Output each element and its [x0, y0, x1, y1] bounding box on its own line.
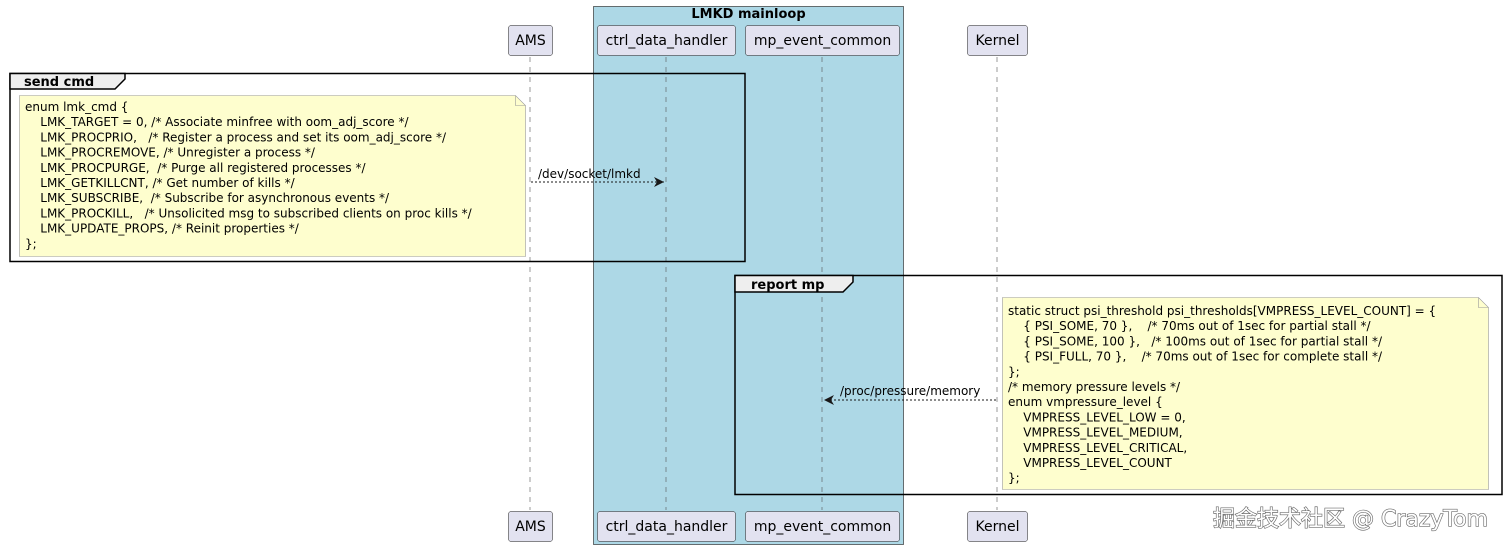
participant-mp-event-common-label: mp_event_common	[754, 33, 891, 49]
note-line: LMK_PROCKILL, /* Unsolicited msg to subs…	[25, 206, 473, 220]
group-send-cmd: send cmd	[9, 72, 746, 263]
note-line: VMPRESS_LEVEL_LOW = 0,	[1008, 410, 1186, 424]
participant-mp-event-common-label: mp_event_common	[754, 519, 891, 535]
note-psi-thresholds-text: static struct psi_threshold psi_threshol…	[1008, 304, 1436, 485]
note-line: LMK_TARGET = 0, /* Associate minfree wit…	[25, 115, 409, 129]
note-line: enum lmk_cmd {	[25, 100, 128, 114]
note-line: };	[1008, 365, 1020, 379]
participant-kernel-label: Kernel	[976, 33, 1020, 49]
participant-ams-top: AMS	[508, 25, 553, 56]
note-line: LMK_UPDATE_PROPS, /* Reinit properties *…	[25, 222, 300, 236]
note-line: VMPRESS_LEVEL_CRITICAL,	[1008, 441, 1187, 455]
participant-kernel-label: Kernel	[976, 519, 1020, 535]
note-line: enum vmpressure_level {	[1008, 395, 1163, 409]
note-line: };	[1008, 471, 1020, 485]
participant-ctrl-data-handler-bottom: ctrl_data_handler	[597, 511, 736, 542]
note-line: LMK_PROCREMOVE, /* Unregister a process …	[25, 146, 316, 160]
participant-mp-event-common-bottom: mp_event_common	[745, 511, 900, 542]
note-line: LMK_SUBSCRIBE, /* Subscribe for asynchro…	[25, 191, 390, 205]
watermark: 掘金技术社区 @ CrazyTom	[1213, 507, 1488, 532]
note-psi-thresholds: static struct psi_threshold psi_threshol…	[1002, 297, 1489, 490]
participant-kernel-bottom: Kernel	[967, 511, 1028, 542]
note-line: LMK_PROCPURGE, /* Purge all registered p…	[25, 161, 366, 175]
note-line: };	[25, 237, 37, 251]
note-line: { PSI_SOME, 100 }, /* 100ms out of 1sec …	[1008, 334, 1383, 348]
note-lmk-cmd: enum lmk_cmd { LMK_TARGET = 0, /* Associ…	[19, 95, 526, 257]
participant-ams-label: AMS	[515, 519, 546, 535]
note-line: LMK_GETKILLCNT, /* Get number of kills *…	[25, 176, 296, 190]
lmkd-mainloop-title: LMKD mainloop	[691, 7, 805, 22]
note-line: { PSI_SOME, 70 }, /* 70ms out of 1sec fo…	[1008, 319, 1371, 333]
note-line: static struct psi_threshold psi_threshol…	[1008, 304, 1436, 318]
group-report-mp-label: report mp	[751, 278, 824, 293]
message-dev-socket-lmkd-label: /dev/socket/lmkd	[538, 167, 641, 181]
note-line: { PSI_FULL, 70 }, /* 70ms out of 1sec fo…	[1008, 350, 1383, 364]
participant-kernel-top: Kernel	[967, 25, 1028, 56]
group-send-cmd-label: send cmd	[24, 75, 94, 90]
participant-ctrl-data-handler-label: ctrl_data_handler	[606, 519, 728, 535]
note-line: VMPRESS_LEVEL_COUNT	[1008, 456, 1173, 470]
participant-ams-label: AMS	[515, 33, 546, 49]
message-dev-socket-lmkd: /dev/socket/lmkd	[531, 167, 664, 187]
group-report-mp: report mp	[734, 274, 1503, 496]
note-line: LMK_PROCPRIO, /* Register a process and …	[25, 130, 447, 144]
participant-ams-bottom: AMS	[508, 511, 553, 542]
note-line: VMPRESS_LEVEL_MEDIUM,	[1008, 426, 1183, 440]
participant-ctrl-data-handler-label: ctrl_data_handler	[606, 33, 728, 49]
note-lmk-cmd-text: enum lmk_cmd { LMK_TARGET = 0, /* Associ…	[25, 100, 473, 251]
message-proc-pressure-memory: /proc/pressure/memory	[824, 384, 996, 405]
note-line: /* memory pressure levels */	[1008, 380, 1181, 394]
participant-ctrl-data-handler-top: ctrl_data_handler	[597, 25, 736, 56]
participant-mp-event-common-top: mp_event_common	[745, 25, 900, 56]
message-proc-pressure-memory-label: /proc/pressure/memory	[840, 384, 980, 398]
